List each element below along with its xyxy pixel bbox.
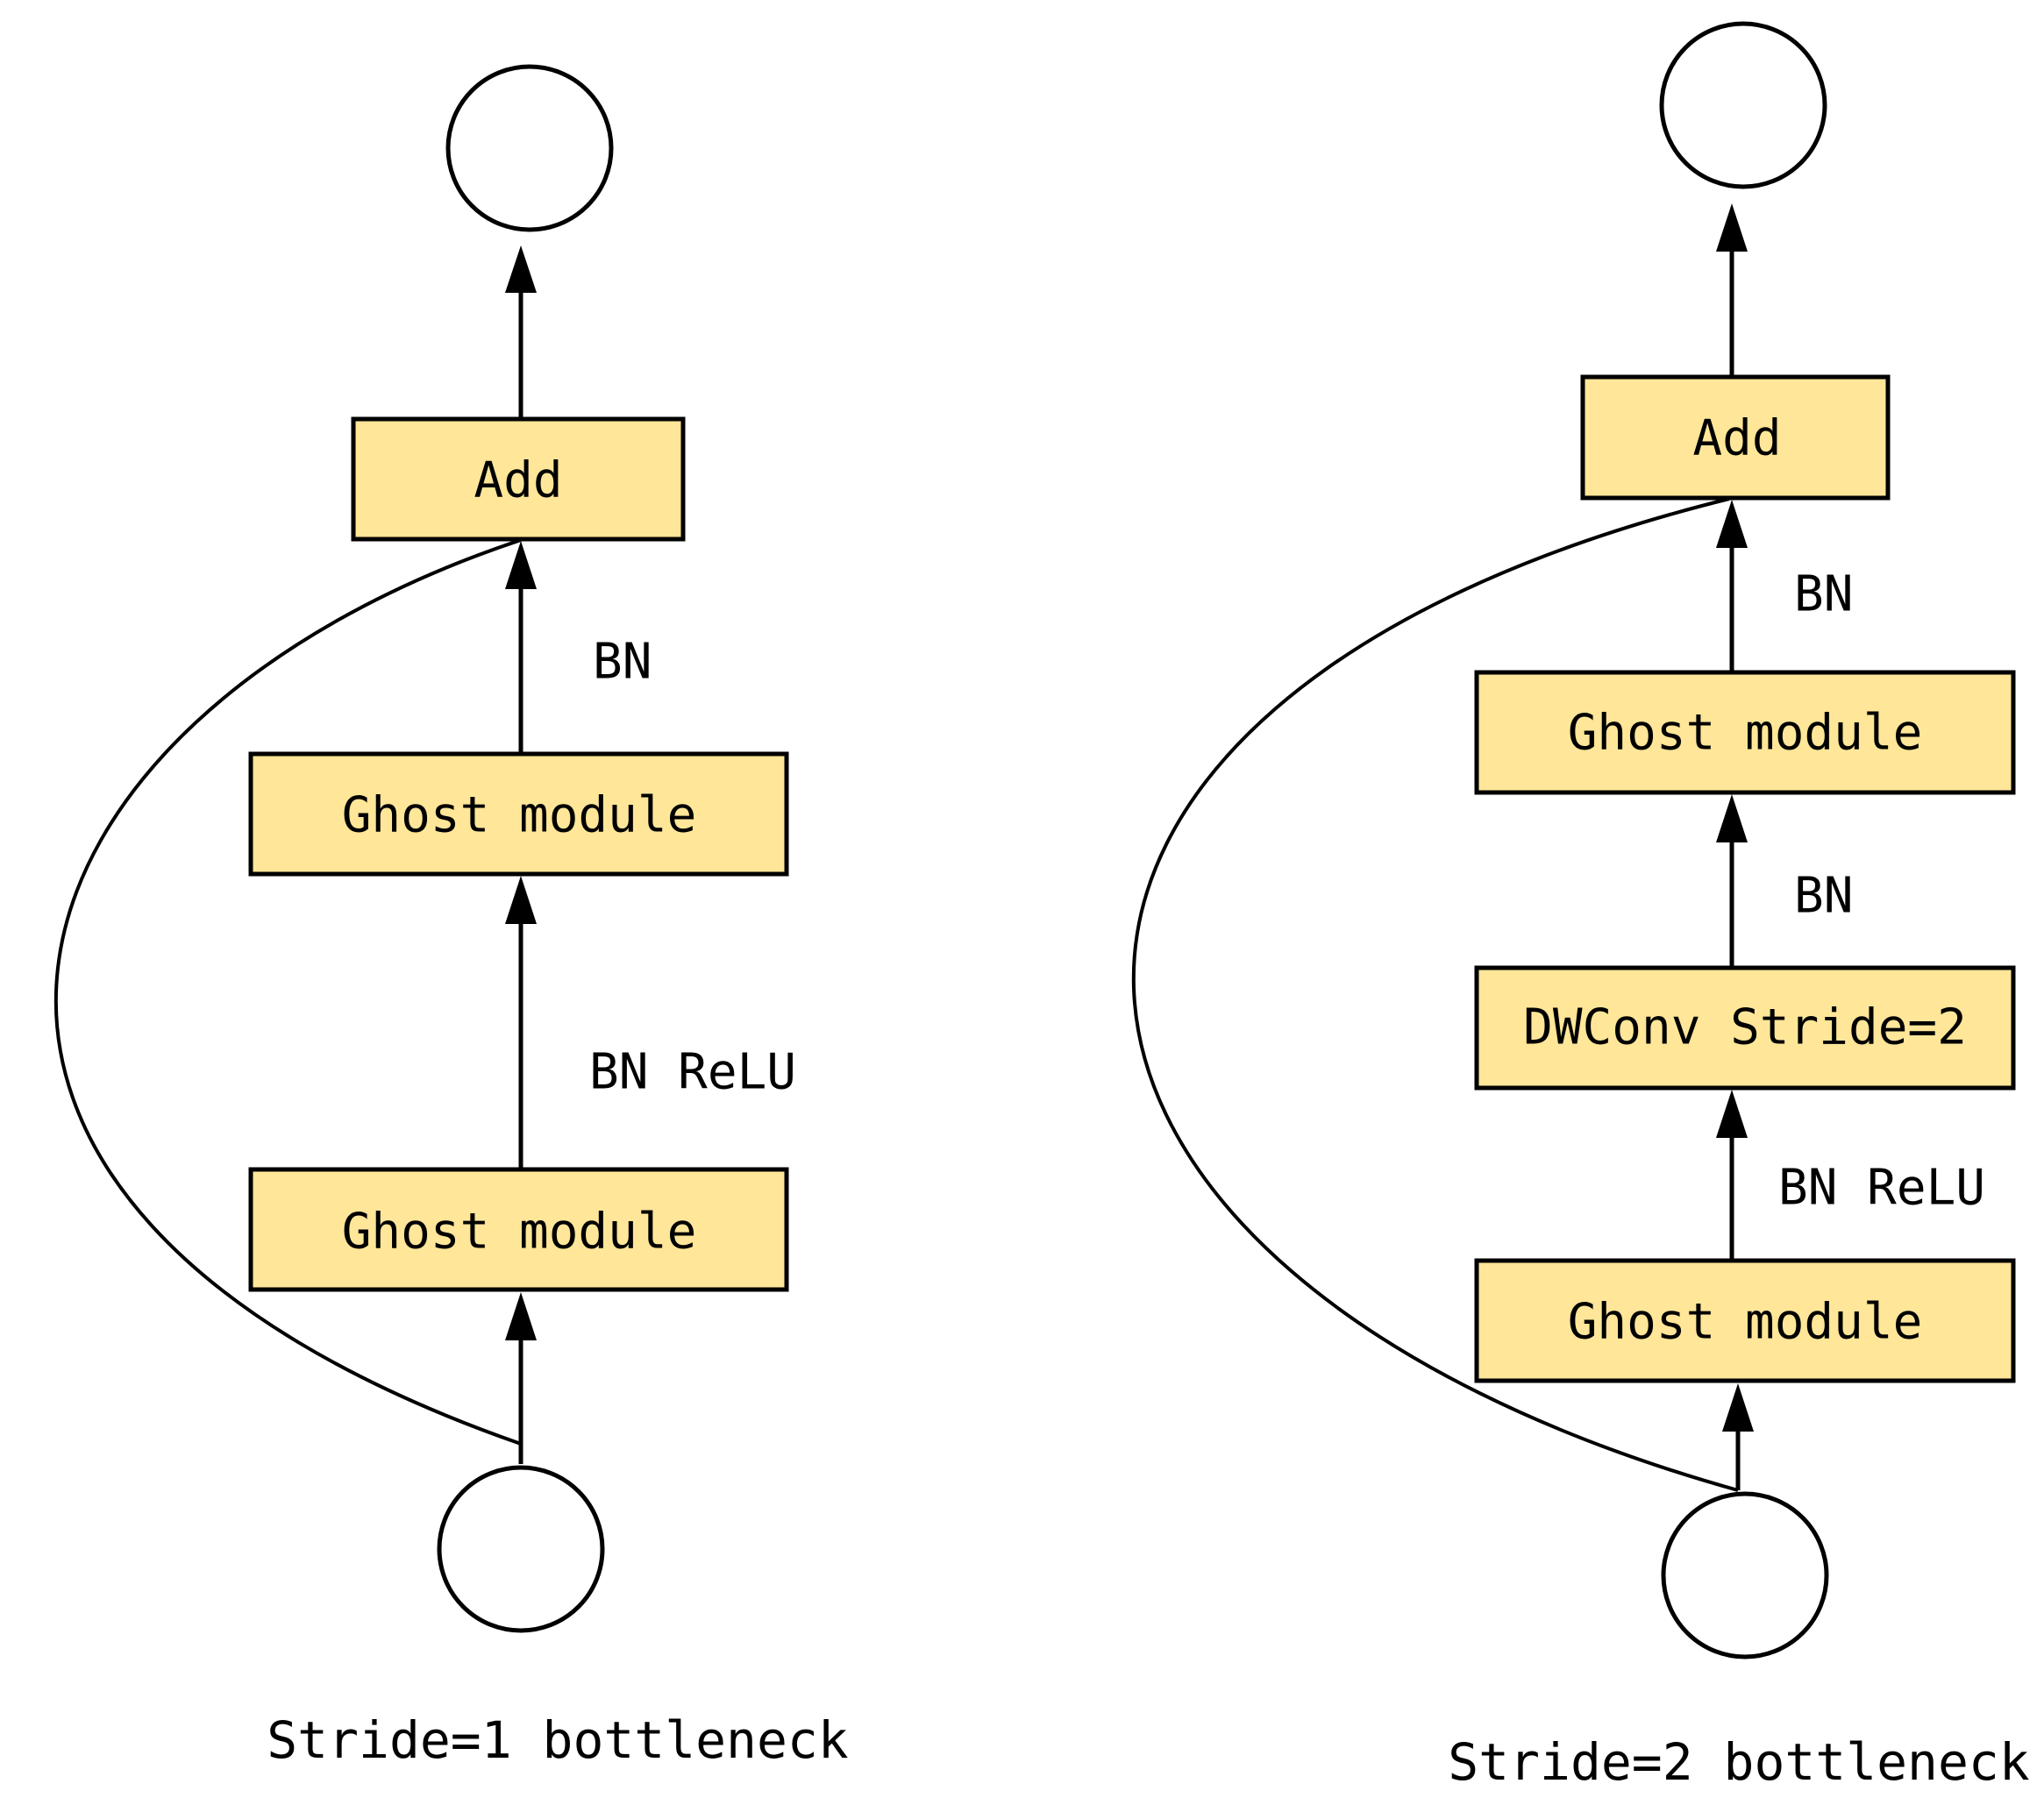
left-input-node <box>437 1465 605 1633</box>
right-dwconv-label: DWConv Stride=2 <box>1523 999 1967 1056</box>
right-add-label: Add <box>1692 410 1781 467</box>
left-arrowhead-ghost-upper <box>505 876 537 924</box>
left-output-node <box>445 64 614 232</box>
left-add-label: Add <box>474 452 562 509</box>
left-add-box: Add <box>351 416 686 542</box>
right-skip-connection <box>1131 497 1739 1492</box>
right-ghost-lower-label: Ghost module <box>1568 1294 1923 1351</box>
left-edge-bn: BN <box>593 634 652 691</box>
left-caption: Stride=1 bottleneck <box>267 1710 849 1770</box>
right-ghost-upper-label: Ghost module <box>1568 705 1923 762</box>
right-edge-bn-mid: BN <box>1794 868 1853 925</box>
stride1-bottleneck: Add BN Ghost module BN ReLU Ghost module… <box>54 64 849 1770</box>
right-edge-bn-top: BN <box>1794 566 1853 623</box>
stride2-bottleneck: Add BN Ghost module BN DWConv Stride=2 B… <box>1131 21 2030 1792</box>
left-ghost-module-upper: Ghost module <box>248 751 789 877</box>
right-input-node <box>1661 1491 1829 1659</box>
right-arrowhead-add <box>1716 500 1748 548</box>
right-arrowhead-output <box>1716 203 1748 252</box>
right-output-node <box>1659 21 1827 189</box>
left-edge-bn-relu: BN ReLU <box>589 1044 796 1101</box>
right-arrowhead-ghost-upper <box>1716 794 1748 842</box>
left-skip-connection <box>54 538 522 1446</box>
right-edge-bn-relu: BN ReLU <box>1778 1160 1985 1217</box>
left-ghost-upper-label: Ghost module <box>342 787 697 844</box>
left-arrowhead-add <box>505 541 537 589</box>
right-add-box: Add <box>1580 374 1891 501</box>
right-arrowhead-ghost-lower <box>1722 1383 1754 1432</box>
left-ghost-module-lower: Ghost module <box>248 1167 789 1292</box>
right-caption: Stride=2 bottleneck <box>1448 1732 2030 1792</box>
left-arrowhead-ghost-lower <box>505 1292 537 1340</box>
left-arrowhead-output <box>505 245 537 293</box>
right-ghost-module-upper: Ghost module <box>1474 670 2016 795</box>
left-ghost-lower-label: Ghost module <box>342 1204 697 1261</box>
right-dwconv-box: DWConv Stride=2 <box>1474 965 2016 1091</box>
right-arrowhead-dwconv <box>1716 1090 1748 1138</box>
right-ghost-module-lower: Ghost module <box>1474 1258 2016 1383</box>
